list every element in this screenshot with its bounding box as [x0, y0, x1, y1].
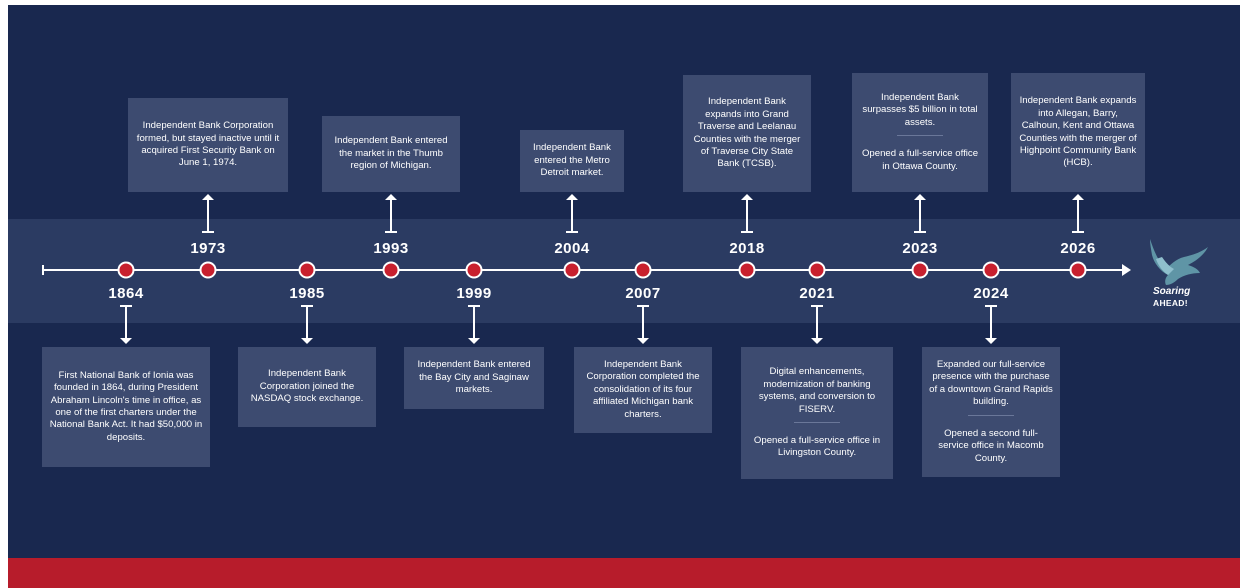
event-box-2023: Independent Bank surpasses $5 billion in…: [852, 73, 988, 192]
year-label-1864: 1864: [108, 285, 144, 302]
connector-arrow-icon-1864: [120, 305, 132, 344]
connector-arrow-icon-2018: [741, 194, 753, 233]
connector-arrow-icon-1993: [385, 194, 397, 233]
year-label-2026: 2026: [1060, 240, 1096, 257]
timeline-dot-1999: [465, 261, 483, 279]
year-label-2024: 2024: [973, 285, 1009, 302]
event-box-1999: Independent Bank entered the Bay City an…: [404, 347, 544, 409]
timeline-dot-1864: [117, 261, 135, 279]
year-label-2007: 2007: [625, 285, 661, 302]
eagle-icon: [1150, 239, 1208, 285]
connector-arrow-icon-2021: [811, 305, 823, 344]
event-text: Independent Bank expands into Grand Trav…: [693, 96, 801, 170]
event-box-1864: First National Bank of Ionia was founded…: [42, 347, 210, 467]
event-text: Independent Bank Corporation formed, but…: [136, 120, 280, 169]
connector-arrow-icon-1985: [301, 305, 313, 344]
event-text: Independent Bank Corporation joined the …: [250, 368, 364, 405]
event-text: Independent Bank entered the Metro Detro…: [533, 142, 611, 179]
timeline-dot-2004: [563, 261, 581, 279]
year-label-2023: 2023: [902, 240, 938, 257]
event-text: Independent Bank Corporation completed t…: [586, 358, 700, 420]
brand-tagline-line1: Soaring: [1153, 286, 1191, 297]
timeline-dot-2007: [634, 261, 652, 279]
year-label-1973: 1973: [190, 240, 226, 257]
event-text: Opened a full-service office in Livingst…: [753, 434, 881, 459]
event-box-2024: Expanded our full-service presence with …: [922, 347, 1060, 477]
year-label-1999: 1999: [456, 285, 492, 302]
connector-arrow-icon-2004: [566, 194, 578, 233]
event-text: Independent Bank expands into Allegan, B…: [1019, 95, 1137, 169]
event-box-2018: Independent Bank expands into Grand Trav…: [683, 75, 811, 192]
event-text: Independent Bank entered the Bay City an…: [417, 359, 531, 396]
event-box-2021: Digital enhancements, modernization of b…: [741, 347, 893, 479]
year-label-2021: 2021: [799, 285, 835, 302]
connector-arrow-icon-2026: [1072, 194, 1084, 233]
connector-arrow-icon-2023: [914, 194, 926, 233]
event-text: Opened a full-service office in Ottawa C…: [861, 148, 979, 172]
event-box-1985: Independent Bank Corporation joined the …: [238, 347, 376, 427]
event-box-1973: Independent Bank Corporation formed, but…: [128, 98, 288, 192]
event-box-2007: Independent Bank Corporation completed t…: [574, 347, 712, 433]
timeline-dot-2026: [1069, 261, 1087, 279]
year-label-1993: 1993: [373, 240, 409, 257]
connector-arrow-icon-2007: [637, 305, 649, 344]
event-box-2004: Independent Bank entered the Metro Detro…: [520, 130, 624, 192]
timeline-dot-1993: [382, 261, 400, 279]
event-divider: [794, 421, 840, 423]
timeline-dot-2018: [738, 261, 756, 279]
connector-arrow-icon-1999: [468, 305, 480, 344]
timeline-dot-1985: [298, 261, 316, 279]
event-box-1993: Independent Bank entered the market in t…: [322, 116, 460, 192]
event-divider: [968, 414, 1014, 416]
event-box-2026: Independent Bank expands into Allegan, B…: [1011, 73, 1145, 192]
event-divider: [897, 135, 943, 137]
year-label-2004: 2004: [554, 240, 590, 257]
timeline-arrow-icon: [1122, 264, 1131, 276]
timeline-dot-1973: [199, 261, 217, 279]
footer-bar: [8, 558, 1240, 588]
connector-arrow-icon-1973: [202, 194, 214, 233]
event-text: Independent Bank surpasses $5 billion in…: [862, 91, 978, 128]
timeline-dot-2024: [982, 261, 1000, 279]
year-label-1985: 1985: [289, 285, 325, 302]
timeline-dot-2021: [808, 261, 826, 279]
connector-arrow-icon-2024: [985, 305, 997, 344]
event-text: First National Bank of Ionia was founded…: [49, 369, 203, 443]
timeline-band: [8, 219, 1240, 323]
year-label-2018: 2018: [729, 240, 765, 257]
brand-tagline-line2: AHEAD!: [1153, 298, 1188, 308]
event-text: Independent Bank entered the market in t…: [334, 135, 448, 172]
timeline-axis: [42, 269, 1124, 271]
event-text: Opened a second full-service office in M…: [938, 427, 1044, 464]
timeline-dot-2023: [911, 261, 929, 279]
event-text: Digital enhancements, modernization of b…: [758, 366, 876, 415]
event-text: Expanded our full-service presence with …: [929, 359, 1053, 408]
